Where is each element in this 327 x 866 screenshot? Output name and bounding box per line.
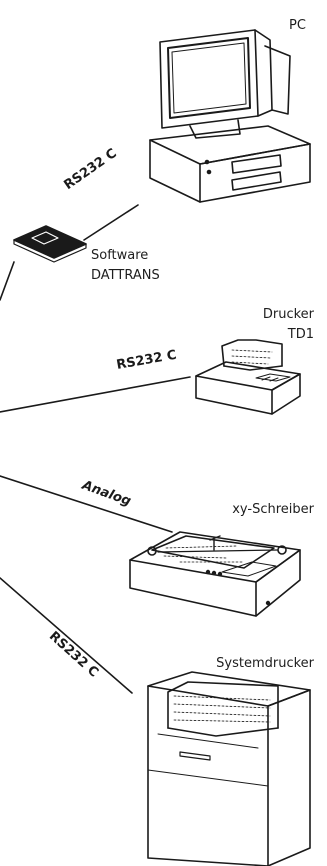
software-connection-line [0,262,14,300]
systemdrucker-icon [148,672,310,866]
xy-schreiber-label: xy-Schreiber [232,502,314,518]
pc-icon [150,30,310,202]
drucker-label-line1: Drucker [263,307,314,323]
systemdrucker-label: Systemdrucker [216,656,314,672]
system-connection-line [0,578,132,693]
pc-connection-line [84,205,138,240]
drucker-td1-icon [196,340,300,414]
xy-schreiber-icon [130,532,300,616]
pc-label: PC [289,18,306,34]
drucker-label-line2: TD1 [288,327,314,343]
software-label-line2: DATTRANS [91,268,160,284]
software-label-line1: Software [91,248,148,264]
drucker-connection-line [0,377,190,412]
diskette-icon [14,226,86,262]
